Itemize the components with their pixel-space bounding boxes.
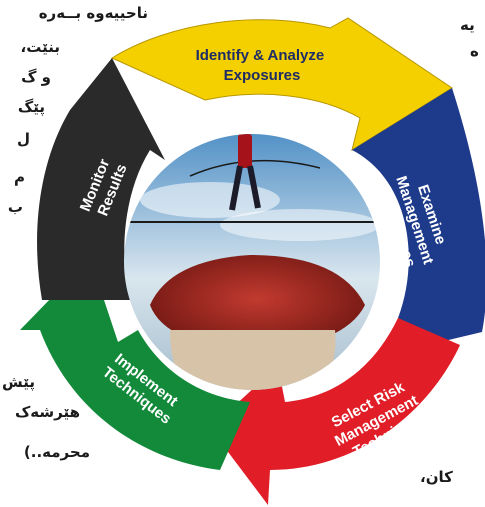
segment-monitor-arrow xyxy=(37,58,166,300)
left-text-line: ناحییەوە بــەرە xyxy=(38,4,148,22)
tightrope-walker xyxy=(229,134,261,211)
right-text-line: ە xyxy=(470,42,479,60)
right-text-line: کان، xyxy=(420,468,453,486)
segment-implement-arrow xyxy=(20,258,250,470)
segment-select-arrow xyxy=(210,318,460,505)
left-text-line: ب xyxy=(7,198,23,216)
right-text-line: یە xyxy=(460,16,475,34)
left-text-line: و گ xyxy=(21,68,51,86)
segment-label-identify: Identify & Analyze Exposures xyxy=(196,47,329,84)
left-text-line: هێرشەک xyxy=(14,403,80,421)
left-text-line: محرمە..) xyxy=(23,443,90,461)
left-text-line: پێش xyxy=(2,373,35,391)
segment-identify-arrow xyxy=(110,17,453,152)
left-text-line: ل xyxy=(16,130,30,148)
left-text-line: پێگ xyxy=(17,98,45,116)
segment-examine-arrow xyxy=(352,88,485,342)
center-illustration xyxy=(124,134,380,390)
left-text-line: م xyxy=(14,168,25,186)
left-text-line: بنێت، xyxy=(20,38,60,56)
